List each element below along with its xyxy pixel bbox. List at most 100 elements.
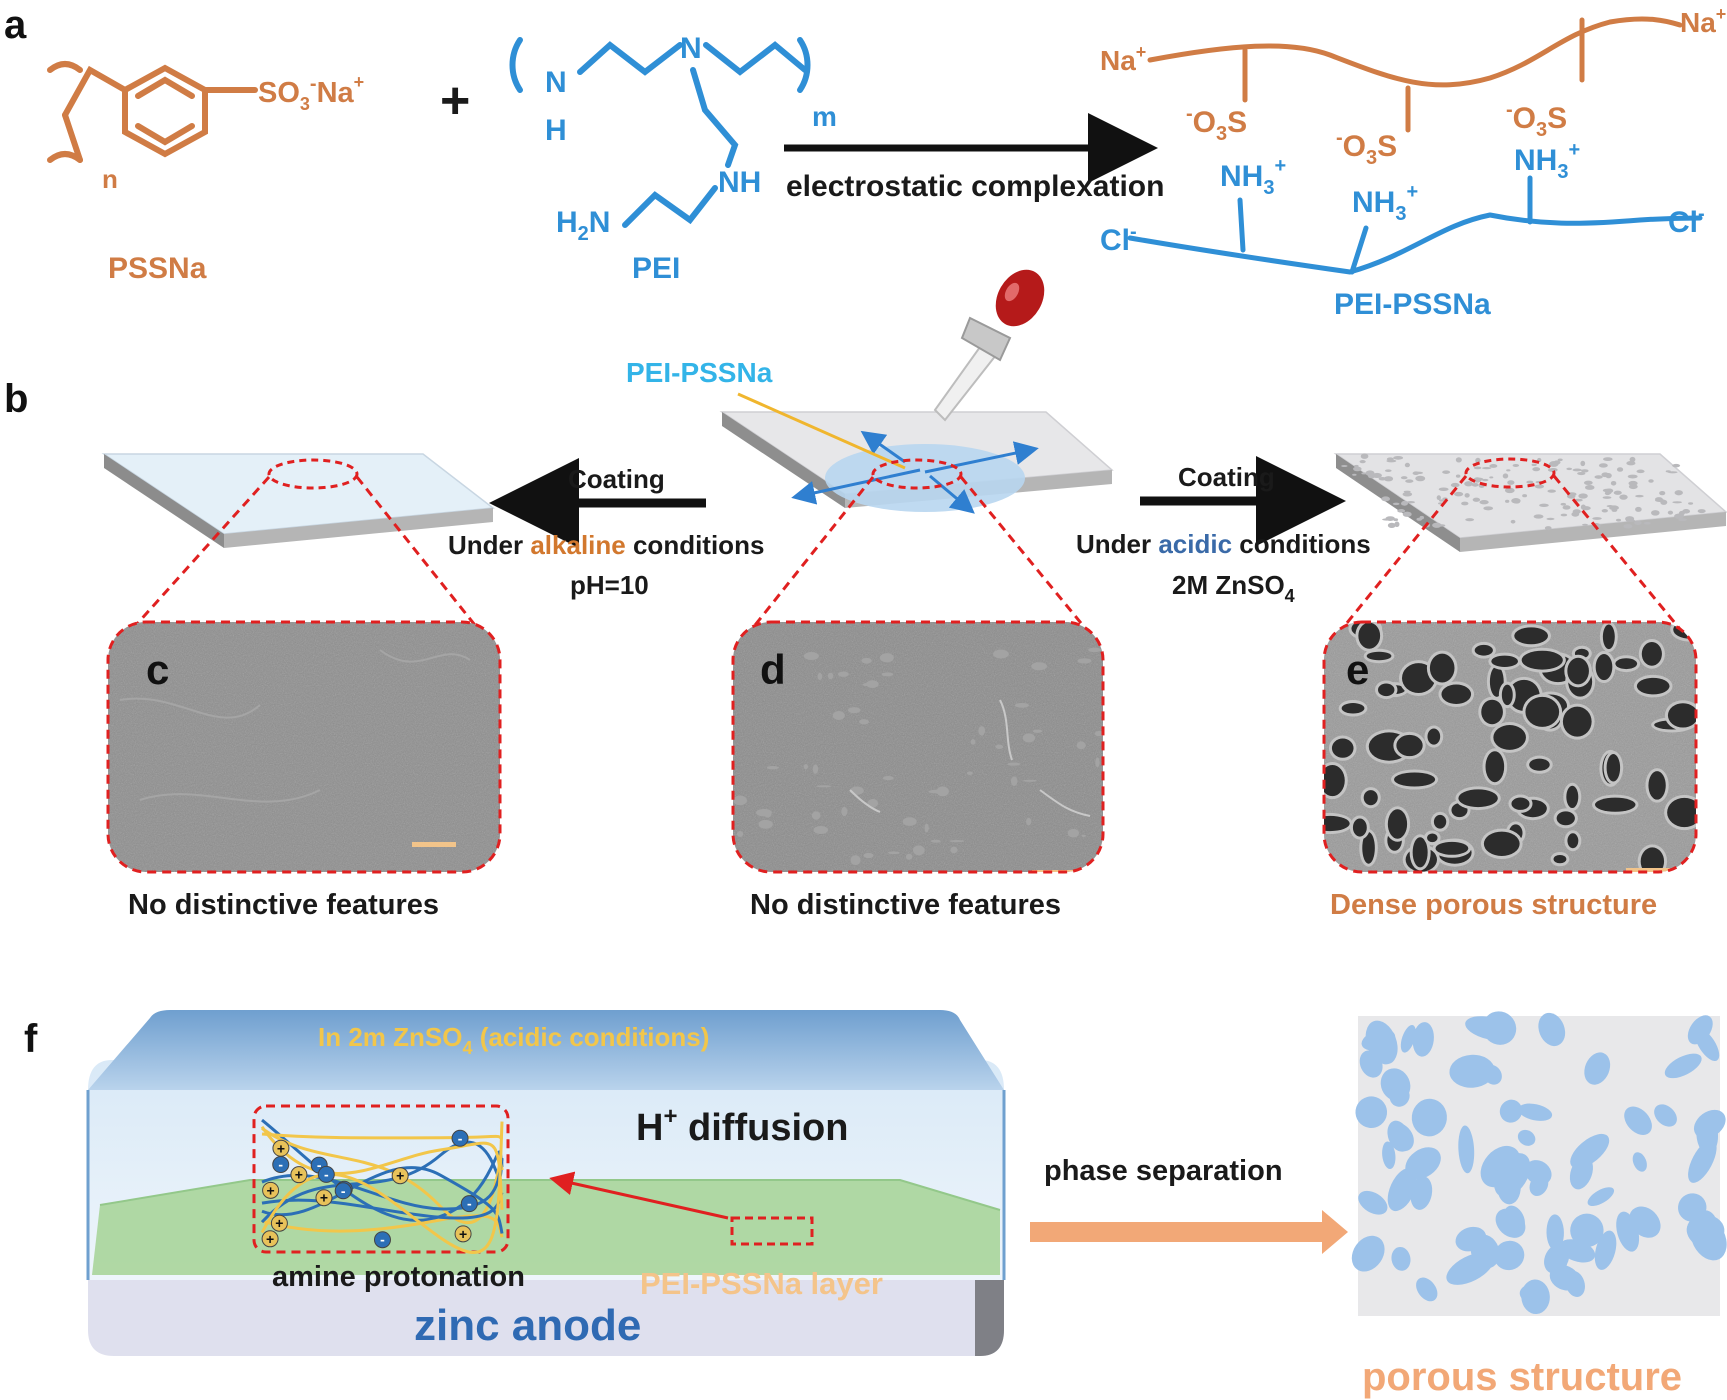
pei-chain [1127,212,1703,275]
pssna-name: PSSNa [108,252,207,285]
svg-text:+: + [266,1231,274,1247]
pei-tertiary-n: N [680,32,702,65]
panel-a: a SO3-Na+ n PSSNa + N H N NH [4,3,1726,321]
panel-f: f zinc anode In 2m ZnSO4 (acidic conditi… [24,1010,1727,1399]
product-name: PEI-PSSNa [1334,288,1491,321]
svg-text:-: - [317,1157,322,1173]
zoom-circle-c [267,458,359,490]
sem-panel-d: d No distinctive features [731,620,1105,921]
pei-pssna-film [92,1180,1000,1275]
film-zoom-arrow [549,1171,729,1220]
panel-f-letter: f [24,1017,38,1061]
electrolyte-label: In 2m ZnSO4 (acidic conditions) [318,1022,709,1058]
alkaline-condition: Under alkaline conditions [448,530,764,560]
phase-separation-label: phase separation [1044,1155,1283,1187]
acidic-condition: Under acidic conditions [1076,529,1371,559]
sulfonate-1: -O3S [1186,103,1247,145]
reaction-arrow-label: electrostatic complexation [786,170,1164,203]
coating-label-acidic: Coating [1178,462,1275,492]
pei-amine-end: H2N [556,206,610,245]
alkaline-ph: pH=10 [570,570,649,600]
ammonium-link-1 [1237,197,1246,253]
svg-text:-: - [341,1183,346,1199]
acidic-znso4: 2M ZnSO4 [1172,570,1295,606]
pei-nh-h: H [545,114,567,147]
svg-text:+: + [396,1168,404,1184]
sem-e-pores [1324,622,1696,872]
pei-name: PEI [632,252,680,285]
sem-d-specks [733,647,1103,866]
pei-nh-side: NH [718,166,761,199]
pei-repeat-m: m [812,101,837,132]
pssna-backbone-lower [62,112,83,163]
svg-text:+: + [295,1167,303,1183]
plate-acidic [1333,453,1727,552]
zinc-anode-block: zinc anode [88,1275,1004,1356]
sem-e-caption: Dense porous structure [1330,889,1657,921]
sem-e-letter: e [1346,646,1369,693]
coating-label-alkaline: Coating [568,464,665,494]
pssna-sulfonate-label: SO3-Na+ [258,72,364,114]
porous-structure-label: porous structure [1362,1355,1682,1399]
sulfonate-3: -O3S [1506,99,1567,141]
pei-bracket-left [509,37,523,93]
sulfonate-2: -O3S [1336,127,1397,169]
svg-text:-: - [467,1196,472,1212]
pssna-chain [1147,16,1683,88]
panel-b-letter: b [4,377,28,421]
svg-text:+: + [275,1215,283,1231]
spread-arrows [791,430,1039,514]
plate-alkaline [101,453,495,548]
drop-label-pointer [737,392,906,470]
product-na-right: Na+ [1680,4,1726,38]
dropper-icon [933,269,1045,422]
scale-bar-e [1626,868,1670,872]
plate-center [719,411,1114,512]
svg-text:-: - [324,1166,329,1182]
product-structure [1127,16,1703,275]
ammonium-1: NH3+ [1220,155,1286,199]
sem-panel-c: c No distinctive features [106,620,502,921]
drop-label: PEI-PSSNa [626,357,773,388]
pssna-structure [47,61,258,163]
zoom-circle-d [871,458,963,490]
ammonium-link-2 [1349,225,1369,275]
pssna-repeat-n: n [102,164,118,194]
benzene-double-bonds [135,76,195,146]
pssna-backbone [62,65,128,118]
scale-bar-d [1032,870,1076,872]
product-na-left: Na+ [1100,42,1146,76]
svg-text:+: + [459,1226,467,1242]
scale-bar-c [412,842,456,847]
sem-c-caption: No distinctive features [128,889,439,921]
svg-text:+: + [267,1182,275,1198]
pei-bracket-right [797,37,811,93]
pei-branch [690,67,739,168]
film-layer-label: PEI-PSSNa layer [640,1266,883,1301]
pei-branch-lower [622,185,718,228]
phase-separation-arrow [1030,1210,1348,1254]
chloride-left: Cl- [1100,221,1137,257]
svg-text:-: - [458,1130,463,1146]
zoom-lines [126,475,1686,636]
pei-chain-1 [577,41,683,76]
ammonium-2: NH3+ [1352,181,1418,225]
film-zoom-marker [730,1216,814,1246]
sem-c-letter: c [146,646,169,693]
pei-structure [509,37,811,228]
panel-b: b [4,269,1727,636]
zoom-circle-e [1464,457,1556,489]
pei-chain-2 [703,41,808,76]
zinc-anode-label: zinc anode [414,1301,641,1350]
h-diffusion-label: H+ diffusion [636,1103,848,1149]
svg-text:-: - [380,1232,385,1248]
amine-protonation-label: amine protonation [272,1261,525,1293]
pei-nh-n: N [545,66,567,99]
svg-text:+: + [277,1140,285,1156]
ammonium-3: NH3+ [1514,139,1580,183]
charged-groups: +-+-+-+-+-+-+-+- [261,1129,478,1249]
svg-text:-: - [278,1157,283,1173]
svg-text:+: + [320,1190,328,1206]
sem-d-caption: No distinctive features [750,889,1061,921]
